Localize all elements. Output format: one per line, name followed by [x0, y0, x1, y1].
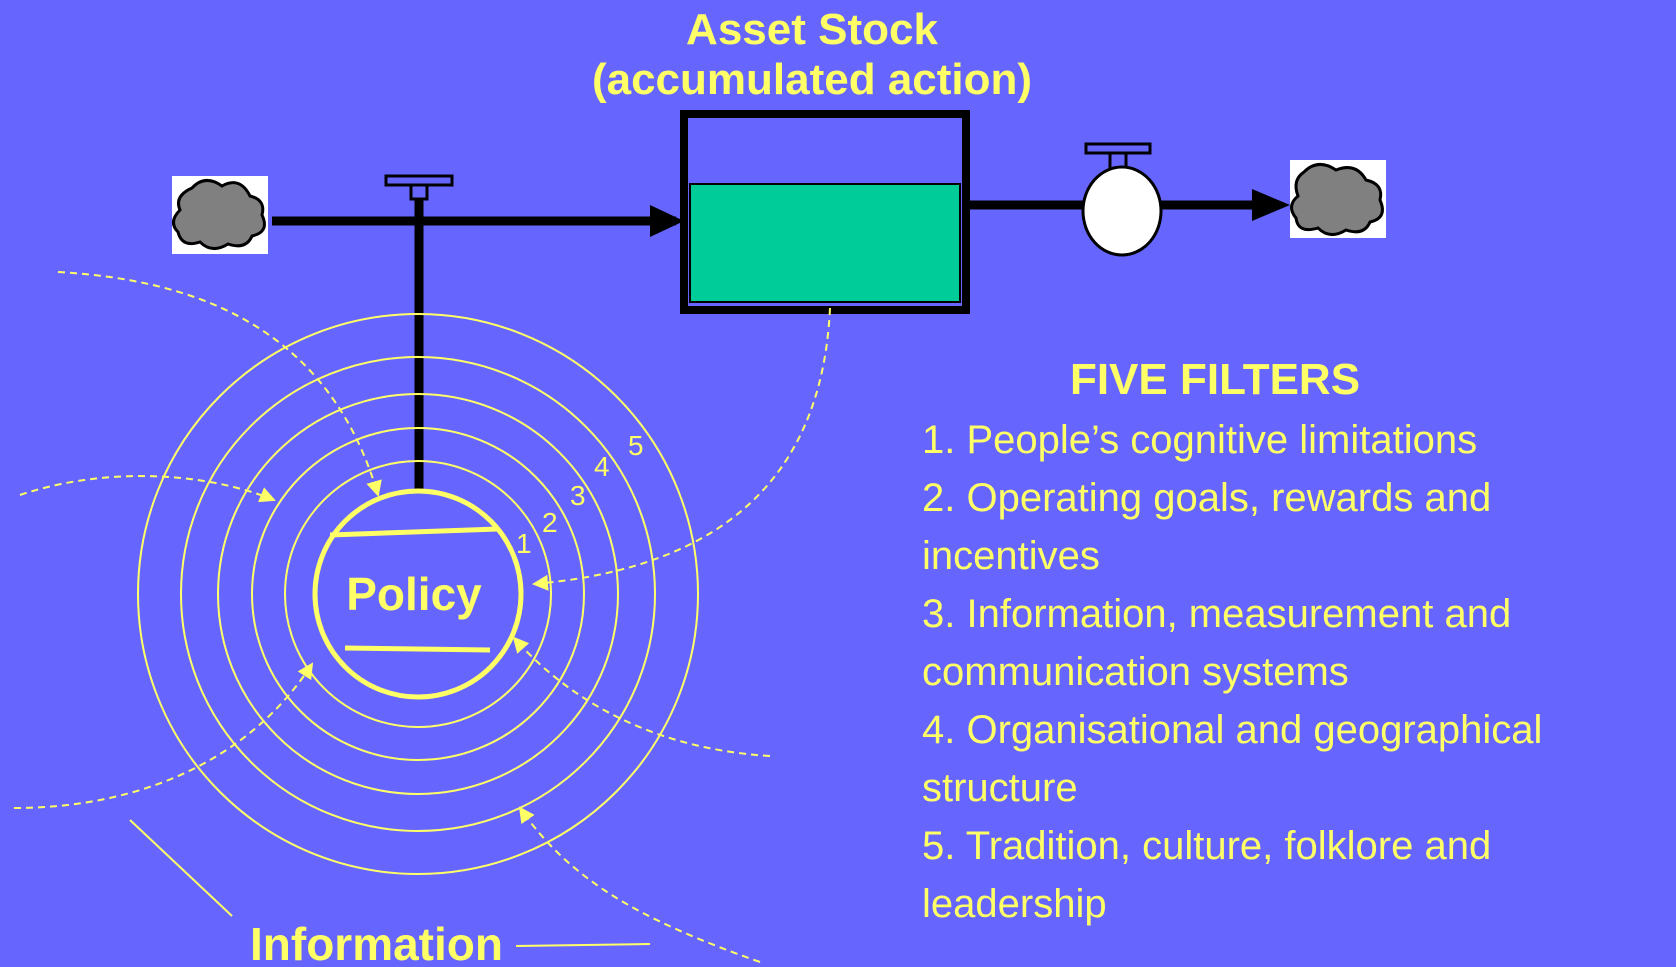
outflow-valve-icon [1081, 142, 1163, 257]
sink-cloud-icon [1290, 160, 1386, 238]
five-filters-title: FIVE FILTERS [1069, 355, 1361, 404]
filter-item-1: 1. People’s cognitive limitations [922, 418, 1478, 462]
info-leader-right [515, 943, 651, 947]
outflow-arrowhead [1252, 189, 1290, 221]
info-arrow-stock [532, 307, 831, 591]
filter-item-3: 3. Information, measurement and communic… [922, 592, 1512, 694]
stock-title-line1: Asset Stock [686, 5, 938, 54]
filter-ring-4 [180, 356, 656, 832]
filter-ring-2 [251, 427, 585, 761]
info-arrow-bottom-left [13, 662, 314, 809]
ring-label-2: 2 [542, 507, 558, 538]
ring-label-4: 4 [594, 451, 610, 482]
policy-node: Policy [312, 488, 524, 700]
filter-item-5: 5. Tradition, culture, folklore and lead… [922, 824, 1492, 926]
policy-label: Policy [346, 568, 482, 620]
info-arrow-bottom-right [512, 636, 771, 757]
filter-ring-3 [217, 393, 619, 795]
asset-stock-box [680, 110, 970, 314]
ring-label-5: 5 [628, 430, 644, 461]
source-cloud-icon [172, 176, 268, 254]
ring-label-3: 3 [570, 480, 586, 511]
info-arrow-top-left [57, 271, 382, 497]
filter-ring-5 [137, 313, 699, 875]
information-label: Information [250, 918, 503, 967]
ring-label-1: 1 [516, 528, 532, 559]
info-arrow-left [19, 475, 276, 503]
filter-item-2: 2. Operating goals, rewards and incentiv… [922, 476, 1492, 578]
info-arrow-bottom [518, 806, 761, 963]
stock-title-line2: (accumulated action) [592, 55, 1032, 104]
filter-ring-1 [284, 460, 552, 728]
inflow-valve-icon [384, 174, 454, 201]
five-filters-panel: FIVE FILTERS 1. People’s cognitive limit… [922, 355, 1672, 933]
inflow-arrowhead [650, 205, 684, 237]
filter-item-4: 4. Organisational and geographical struc… [922, 708, 1543, 810]
info-leader-left [129, 819, 233, 917]
filter-list: 1. People’s cognitive limitations 2. Ope… [922, 411, 1672, 933]
filter-rings [137, 313, 699, 875]
